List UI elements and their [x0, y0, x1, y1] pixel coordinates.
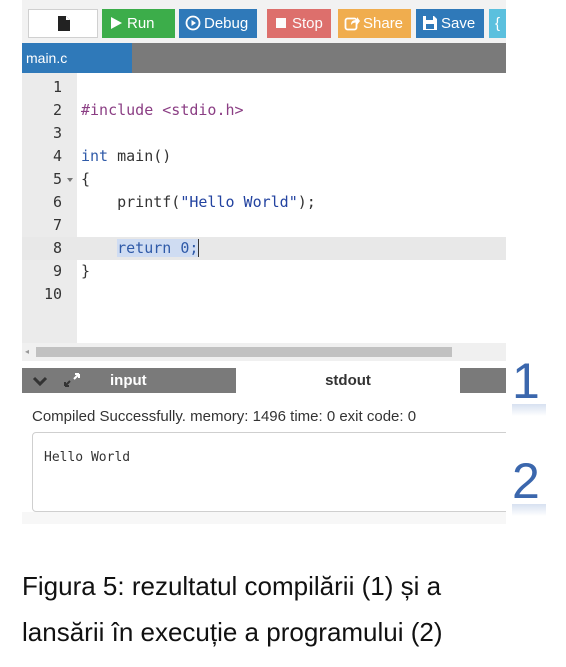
online-compiler-screenshot: Run Debug Stop Share Save { main.c 1 2 #… [22, 0, 506, 524]
code-text: { [81, 170, 91, 188]
run-label: Run [127, 15, 155, 32]
code-text: printf("Hello World"); [81, 191, 316, 214]
file-icon [58, 16, 70, 31]
scroll-left-arrow-icon[interactable]: ◂ [25, 347, 30, 356]
new-file-button[interactable] [28, 9, 98, 38]
line-number: 10 [43, 285, 62, 303]
line-number: 1 [52, 78, 62, 96]
code-line[interactable]: 7 [22, 214, 506, 237]
floppy-disk-icon [423, 16, 437, 30]
code-line[interactable]: 4 int main() [22, 145, 506, 168]
io-tab-bar: input stdout [22, 368, 506, 393]
selected-text: return 0; [117, 239, 199, 257]
line-number: 9 [52, 262, 62, 280]
code-post: ); [297, 193, 316, 211]
code-text: #include <stdio.h> [81, 101, 244, 119]
marker-1: 1 [512, 353, 540, 409]
play-icon [111, 17, 122, 29]
toolbar: Run Debug Stop Share Save { [22, 0, 506, 43]
stop-button[interactable]: Stop [267, 9, 331, 38]
line-number: 2 [52, 101, 62, 119]
line-number: 4 [52, 147, 62, 165]
code-line[interactable]: 2 #include <stdio.h> [22, 99, 506, 122]
caption-line-2: lansării în execuție a programului (2) [22, 617, 443, 647]
text-cursor [198, 239, 200, 257]
beautify-button[interactable]: { [489, 9, 506, 38]
tab-input[interactable]: input [110, 372, 147, 389]
code-line[interactable]: 10 [22, 283, 506, 306]
tab-main-c[interactable]: main.c [22, 43, 132, 73]
share-button[interactable]: Share [338, 9, 411, 38]
line-number: 5 [52, 170, 62, 188]
code-line[interactable]: 9 } [22, 260, 506, 283]
compile-status-text: Compiled Successfully. memory: 1496 time… [32, 408, 417, 425]
code-pre: printf( [81, 193, 181, 211]
figure-caption: Figura 5: rezultatul compilării (1) și a… [22, 563, 562, 655]
code-text: } [81, 262, 91, 280]
share-label: Share [363, 15, 404, 32]
code-editor[interactable]: 1 2 #include <stdio.h> 3 4 int main() 5 … [22, 73, 506, 343]
marker-2-reflection [512, 504, 546, 516]
marker-2: 2 [512, 453, 540, 509]
code-text: return 0; [81, 237, 200, 260]
fold-arrow-icon[interactable] [66, 168, 74, 191]
stdout-output-box: Hello World [32, 432, 506, 512]
save-label: Save [441, 15, 476, 32]
expand-arrows-icon[interactable] [62, 371, 82, 389]
code-line[interactable]: 5 { [22, 168, 506, 191]
horizontal-scrollbar[interactable]: ◂ [22, 343, 506, 361]
code-line[interactable]: 1 [22, 76, 506, 99]
share-icon [344, 17, 360, 31]
output-bottom-strip [22, 512, 506, 524]
line-number: 8 [52, 239, 62, 257]
code-line-active[interactable]: 8 return 0; [22, 237, 506, 260]
code-line[interactable]: 3 [22, 122, 506, 145]
string-literal: "Hello World" [180, 193, 298, 211]
chevron-down-icon[interactable] [32, 371, 48, 389]
run-button[interactable]: Run [102, 9, 175, 38]
code-line[interactable]: 6 printf("Hello World"); [22, 191, 506, 214]
code-rest: main() [108, 147, 172, 165]
code-pre [81, 239, 117, 257]
save-button[interactable]: Save [416, 9, 484, 38]
keyword-int: int [81, 147, 109, 165]
tab-stdout[interactable]: stdout [236, 368, 460, 393]
code-text: int main() [81, 145, 171, 168]
marker-1-reflection [512, 404, 546, 416]
line-number: 3 [52, 124, 62, 142]
stop-label: Stop [292, 15, 323, 32]
debug-label: Debug [204, 15, 249, 32]
debug-play-circle-icon [185, 15, 201, 31]
stop-icon [276, 18, 286, 28]
scrollbar-thumb[interactable] [36, 347, 452, 357]
line-number: 6 [52, 193, 62, 211]
line-number-gutter [22, 73, 77, 343]
beautify-label: { [494, 15, 500, 32]
tab-label: main.c [26, 50, 68, 66]
stdout-output-text: Hello World [44, 450, 131, 465]
file-tab-bar: main.c [22, 43, 506, 73]
caption-line-1: Figura 5: rezultatul compilării (1) și a [22, 571, 442, 601]
debug-button[interactable]: Debug [179, 9, 257, 38]
line-number: 7 [52, 216, 62, 234]
